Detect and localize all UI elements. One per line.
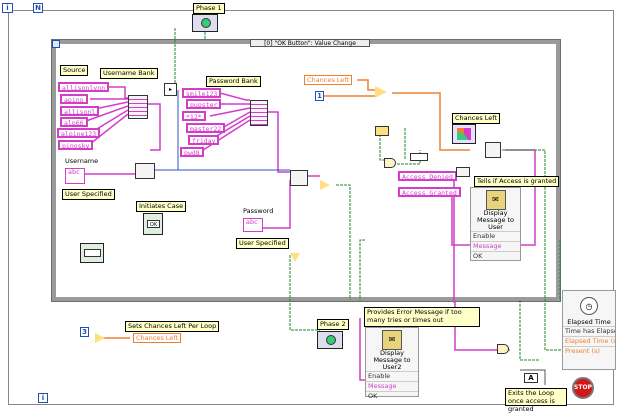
chances-left-indicator[interactable]	[452, 124, 476, 144]
initiates-case-label: Initiates Case	[136, 201, 187, 212]
stop-icon[interactable]: STOP	[572, 377, 594, 399]
present-terminal[interactable]: Present (s)	[563, 346, 615, 356]
boolean-icon	[84, 249, 101, 257]
enable-terminal[interactable]: Enable	[471, 231, 520, 241]
search-array-icon[interactable]	[135, 163, 155, 179]
chances-left-local[interactable]: Chances Left	[304, 75, 353, 85]
case-selector[interactable]: [0] "OK Button": Value Change	[250, 39, 370, 47]
build-array-node-2[interactable]	[250, 100, 268, 126]
phase1-label: Phase 1	[193, 3, 225, 14]
select-node-icon[interactable]	[410, 153, 428, 161]
password-bank-label: Password Bank	[206, 76, 261, 87]
message-terminal-2[interactable]: Message	[366, 381, 418, 391]
username-control[interactable]: abc	[65, 168, 85, 184]
select-string-icon[interactable]	[456, 167, 470, 177]
or-gate-icon-2[interactable]	[497, 344, 509, 354]
password-control[interactable]: abc	[243, 218, 263, 232]
user-specified-label-2: User Specified	[236, 238, 289, 249]
display-message-vi-2[interactable]: ✉ Display Message to User2 Enable Messag…	[365, 327, 419, 400]
username-const[interactable]: alpine123	[57, 128, 101, 138]
chances-left-local-set[interactable]: Chances Left	[133, 333, 182, 343]
loop-n-terminal[interactable]: N	[33, 3, 43, 13]
password-const[interactable]: master22	[186, 123, 226, 133]
loop-count-terminal[interactable]: i	[2, 3, 13, 13]
tells-access-label: Tells if Access is granted	[474, 176, 560, 187]
username-const[interactable]: alp66	[60, 117, 88, 127]
ok-button-icon: OK	[147, 220, 160, 228]
index-array-icon[interactable]	[290, 170, 308, 186]
or-gate-icon[interactable]	[384, 158, 396, 168]
username-label: Username	[65, 157, 99, 165]
enable-terminal-2[interactable]: Enable	[366, 371, 418, 381]
ok-terminal-2[interactable]: OK	[366, 391, 418, 401]
message-icon-2: ✉	[382, 330, 402, 350]
password-const[interactable]: pupster	[186, 99, 222, 109]
message-icon: ✉	[485, 190, 506, 210]
phase1-led-icon	[201, 18, 211, 28]
boolean-control[interactable]	[80, 243, 104, 263]
display-message-title: Display Message to User	[476, 209, 515, 231]
build-array-node[interactable]	[128, 95, 148, 119]
username-const[interactable]: allisonlynn	[58, 82, 110, 92]
error-message-label: Provides Error Message if too many tries…	[364, 307, 480, 327]
event-timeout-terminal[interactable]	[52, 40, 60, 48]
gauge-icon	[457, 128, 471, 140]
bundle-node-icon[interactable]	[485, 142, 501, 158]
case-structure-icon[interactable]: ▸	[164, 83, 177, 96]
ok-button-control[interactable]: OK	[143, 213, 163, 235]
password-const[interactable]: *12*	[182, 111, 206, 121]
phase2-led-icon	[326, 335, 336, 345]
decrement-icon[interactable]	[375, 86, 387, 98]
elapsed-seconds-terminal[interactable]: Elapsed Time (s)	[563, 336, 615, 345]
a-constant[interactable]: A	[524, 373, 538, 383]
password-const[interactable]: friday	[188, 135, 220, 145]
message-terminal[interactable]: Message	[471, 241, 520, 251]
username-const[interactable]: allisonl	[60, 106, 100, 116]
access-denied-const[interactable]: Access Denied	[398, 171, 457, 181]
time-elapsed-terminal[interactable]: Time has Elapsed	[563, 326, 615, 335]
username-const[interactable]: pinosky	[58, 140, 94, 150]
increment-icon[interactable]	[95, 333, 105, 343]
exits-loop-label: Exits the Loop once access is granted	[505, 388, 567, 413]
display-message-title-2: Display Message to User2	[373, 349, 411, 371]
equal-compare-icon[interactable]	[320, 180, 330, 190]
access-granted-const[interactable]: Access Granted	[398, 187, 461, 197]
elapsed-time-vi[interactable]: ◷ Elapsed Time Time has Elapsed Elapsed …	[562, 290, 616, 370]
iteration-terminal[interactable]: i	[38, 393, 48, 403]
password-const[interactable]: pwd8	[180, 147, 204, 157]
phase2-indicator[interactable]	[317, 331, 343, 349]
ok-terminal[interactable]: OK	[471, 251, 520, 261]
phase2-label: Phase 2	[317, 319, 349, 330]
constant-three[interactable]: 3	[80, 327, 89, 337]
password-const[interactable]: smile123	[182, 88, 222, 98]
chances-left-indicator-label: Chances Left	[452, 113, 501, 124]
user-specified-label: User Specified	[62, 189, 115, 200]
constant-one[interactable]: 1	[315, 91, 324, 101]
stopwatch-icon: ◷	[580, 297, 598, 315]
sets-chances-label: Sets Chances Left Per Loop	[125, 321, 220, 332]
phase1-indicator[interactable]	[192, 14, 218, 32]
elapsed-time-title: Elapsed Time	[567, 318, 611, 326]
username-const[interactable]: apino	[60, 94, 88, 104]
display-message-vi[interactable]: ✉ Display Message to User Enable Message…	[470, 187, 521, 261]
username-bank-label: Username Bank	[100, 68, 158, 79]
not-equal-icon[interactable]	[290, 253, 300, 262]
compare-icon[interactable]	[375, 126, 389, 136]
password-label: Password	[243, 207, 274, 215]
source-label: Source	[60, 65, 89, 76]
